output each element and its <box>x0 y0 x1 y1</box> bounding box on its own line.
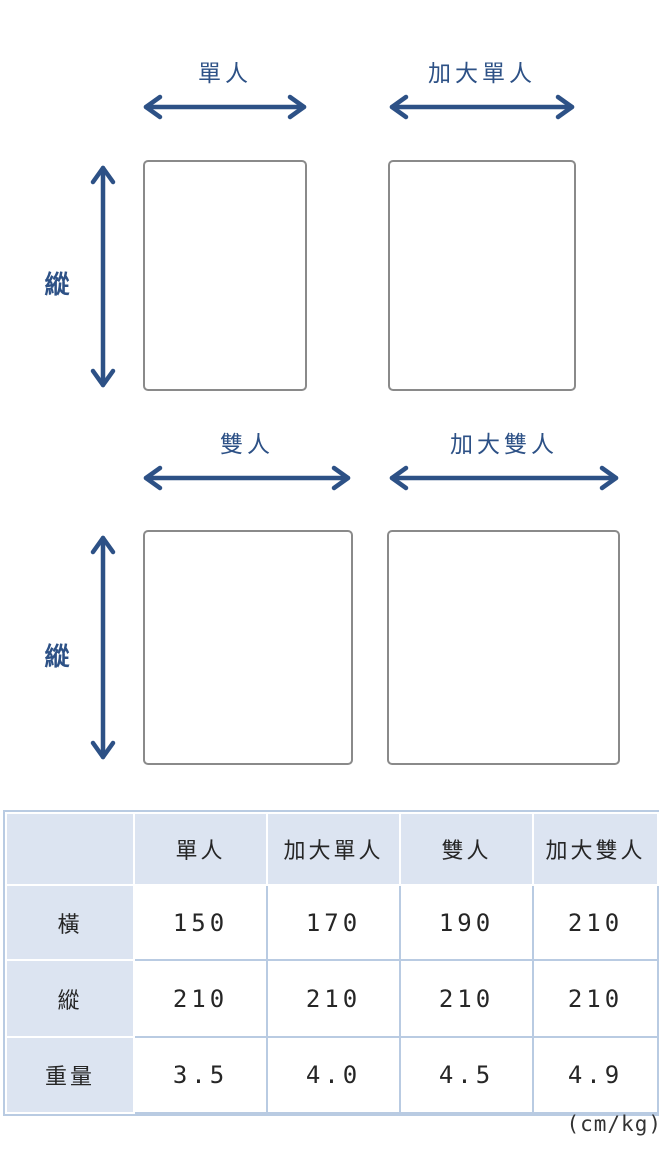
table-corner-cell <box>5 812 135 886</box>
table-row-header-width: 橫 <box>5 884 135 961</box>
table-cell: 4.0 <box>266 1036 401 1114</box>
size-label-single: 單人 <box>198 60 252 86</box>
table-cell: 210 <box>532 959 659 1038</box>
table-cell: 210 <box>133 959 268 1038</box>
table-cell: 170 <box>266 884 401 961</box>
table-header-xl-double: 加大雙人 <box>532 812 659 886</box>
table-header-xl-single: 加大單人 <box>266 812 401 886</box>
table-cell: 190 <box>399 884 534 961</box>
size-label-xl-single: 加大單人 <box>428 60 536 86</box>
size-label-double: 雙人 <box>220 431 274 457</box>
table-row-length: 縱 210 210 210 210 <box>5 959 659 1038</box>
size-label-xl-double: 加大雙人 <box>450 431 558 457</box>
table-header-row: 單人 加大單人 雙人 加大雙人 <box>5 812 659 886</box>
table-header-single: 單人 <box>133 812 268 886</box>
table-row-header-length: 縱 <box>5 959 135 1038</box>
table-cell: 4.5 <box>399 1036 534 1114</box>
table-row-header-weight: 重量 <box>5 1036 135 1114</box>
table-row-weight: 重量 3.5 4.0 4.5 4.9 <box>5 1036 659 1114</box>
width-arrow-xl-double-icon <box>389 465 619 491</box>
unit-note: (cm/kg) <box>566 1112 662 1136</box>
bed-rect-double <box>143 530 353 765</box>
width-arrow-xl-single-icon <box>389 94 575 120</box>
vertical-label-section2: 縱 <box>44 643 70 671</box>
height-arrow-section1-icon <box>90 165 116 388</box>
table-cell: 210 <box>399 959 534 1038</box>
vertical-label-section1: 縱 <box>44 271 70 299</box>
width-arrow-double-icon <box>143 465 351 491</box>
bed-rect-single <box>143 160 307 391</box>
table-cell: 210 <box>266 959 401 1038</box>
table-cell: 3.5 <box>133 1036 268 1114</box>
table-cell: 150 <box>133 884 268 961</box>
table-row-width: 橫 150 170 190 210 <box>5 884 659 961</box>
table-cell: 210 <box>532 884 659 961</box>
bed-rect-xl-single <box>388 160 576 391</box>
width-arrow-single-icon <box>143 94 307 120</box>
bed-rect-xl-double <box>387 530 620 765</box>
table-header-double: 雙人 <box>399 812 534 886</box>
height-arrow-section2-icon <box>90 535 116 760</box>
spec-table: 單人 加大單人 雙人 加大雙人 橫 150 170 190 210 縱 210 … <box>3 810 659 1116</box>
table-cell: 4.9 <box>532 1036 659 1114</box>
